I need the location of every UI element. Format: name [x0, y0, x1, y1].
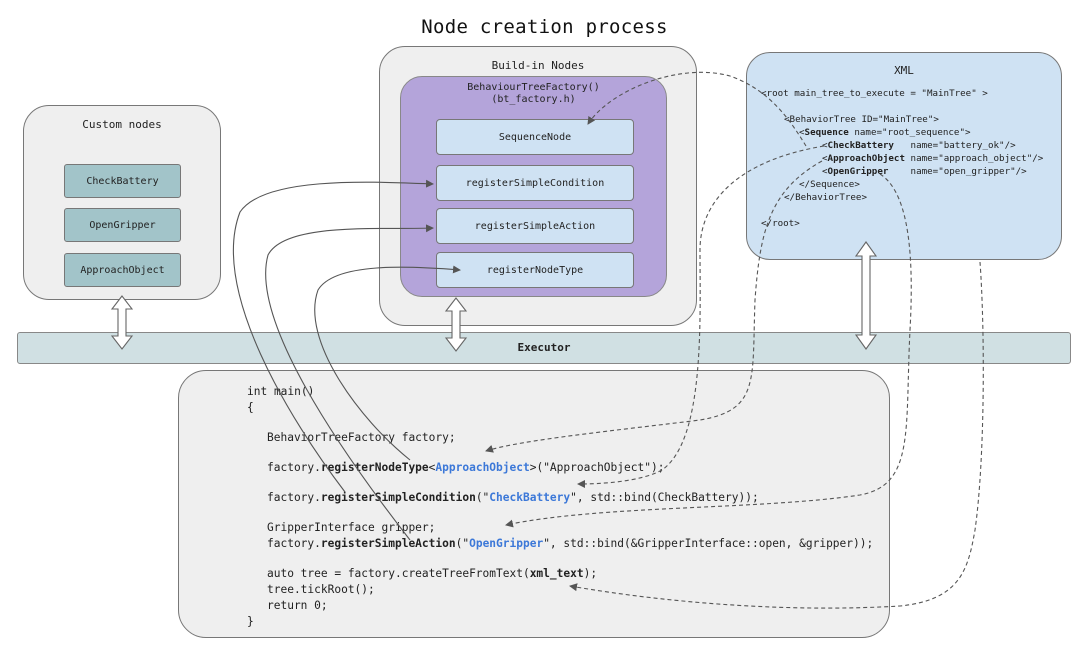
code-line-create-tree: auto tree = factory.createTreeFromText(x… [267, 567, 598, 580]
register-simple-action-node: registerSimpleAction [436, 208, 634, 244]
factory-title: BehaviourTreeFactory() [467, 82, 600, 93]
code-line-register-simple-condition: factory.registerSimpleCondition("CheckBa… [267, 491, 759, 504]
xml-sequence-close: </Sequence> [799, 179, 860, 190]
sequence-node: SequenceNode [436, 119, 634, 155]
code-line-return: return 0; [267, 599, 328, 612]
custom-nodes-panel: Custom nodes CheckBattery OpenGripper Ap… [23, 105, 221, 300]
code-line-open-brace: { [247, 401, 254, 414]
custom-node-approachobject: ApproachObject [64, 253, 181, 287]
custom-node-checkbattery: CheckBattery [64, 164, 181, 198]
custom-nodes-title: Custom nodes [82, 118, 162, 131]
xml-behaviortree-open: <BehaviorTree ID="MainTree"> [784, 114, 939, 125]
xml-checkbattery-line: <CheckBattery name="battery_ok"/> [822, 140, 1016, 151]
xml-opengripper-line: <OpenGripper name="open_gripper"/> [822, 166, 1027, 177]
register-node-type-node: registerNodeType [436, 252, 634, 288]
code-panel: int main() { BehaviorTreeFactory factory… [178, 370, 890, 638]
xml-sequence-line: <Sequence name="root_sequence"> [799, 127, 971, 138]
executor-bar: Executor [17, 332, 1071, 364]
xml-root-line: <root main_tree_to_execute = "MainTree" … [761, 88, 988, 99]
code-line-register-simple-action: factory.registerSimpleAction("OpenGrippe… [267, 537, 874, 550]
buildin-nodes-title: Build-in Nodes [491, 59, 585, 72]
xml-root-close: </root> [761, 218, 800, 229]
code-line-gripper-decl: GripperInterface gripper; [267, 521, 436, 534]
code-line-register-node-type: factory.registerNodeType<ApproachObject>… [267, 461, 665, 474]
xml-title: XML [894, 64, 914, 77]
diagram-title: Node creation process [421, 16, 668, 38]
behaviour-tree-factory-box: BehaviourTreeFactory() (bt_factory.h) Se… [400, 76, 667, 297]
xml-behaviortree-close: </BehaviorTree> [784, 192, 867, 203]
code-line-close-brace: } [247, 615, 254, 628]
custom-node-opengripper: OpenGripper [64, 208, 181, 242]
factory-subtitle: (bt_factory.h) [491, 94, 576, 105]
register-simple-condition-node: registerSimpleCondition [436, 165, 634, 201]
code-line-main: int main() [247, 385, 315, 398]
code-line-factory-decl: BehaviorTreeFactory factory; [267, 431, 456, 444]
xml-panel: XML <root main_tree_to_execute = "MainTr… [746, 52, 1062, 260]
code-line-tick-root: tree.tickRoot(); [267, 583, 375, 596]
xml-approachobject-line: <ApproachObject name="approach_object"/> [822, 153, 1044, 164]
